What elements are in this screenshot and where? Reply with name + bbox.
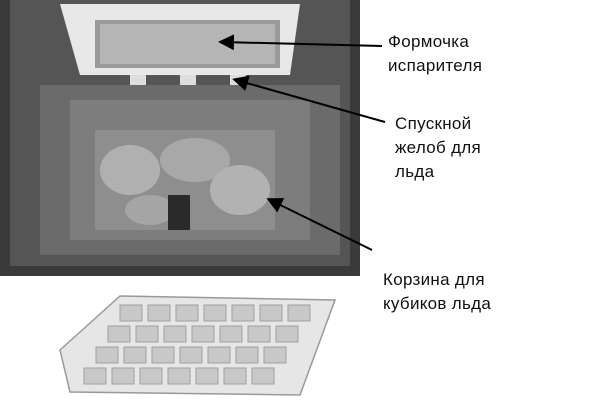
- label-line: Спускной: [395, 114, 472, 133]
- label-ice-chute: Спускной желоб для льда: [395, 112, 481, 184]
- label-evaporator-tray: Формочка испарителя: [388, 30, 482, 78]
- label-line: Корзина для: [383, 270, 485, 289]
- arrow-evaporator-tray: [218, 34, 383, 51]
- label-line: Формочка: [388, 32, 470, 51]
- evaporator-tray: [60, 4, 300, 85]
- ice-cube-tray: [59, 295, 337, 396]
- arrow-ice-chute: [232, 75, 386, 123]
- label-line: кубиков льда: [383, 294, 492, 313]
- label-ice-basket: Корзина для кубиков льда: [383, 268, 491, 316]
- ice-basket: [95, 130, 275, 230]
- arrow-ice-basket: [266, 198, 373, 251]
- label-line: желоб для: [395, 138, 482, 157]
- label-line: испарителя: [388, 56, 483, 75]
- label-line: льда: [395, 162, 435, 181]
